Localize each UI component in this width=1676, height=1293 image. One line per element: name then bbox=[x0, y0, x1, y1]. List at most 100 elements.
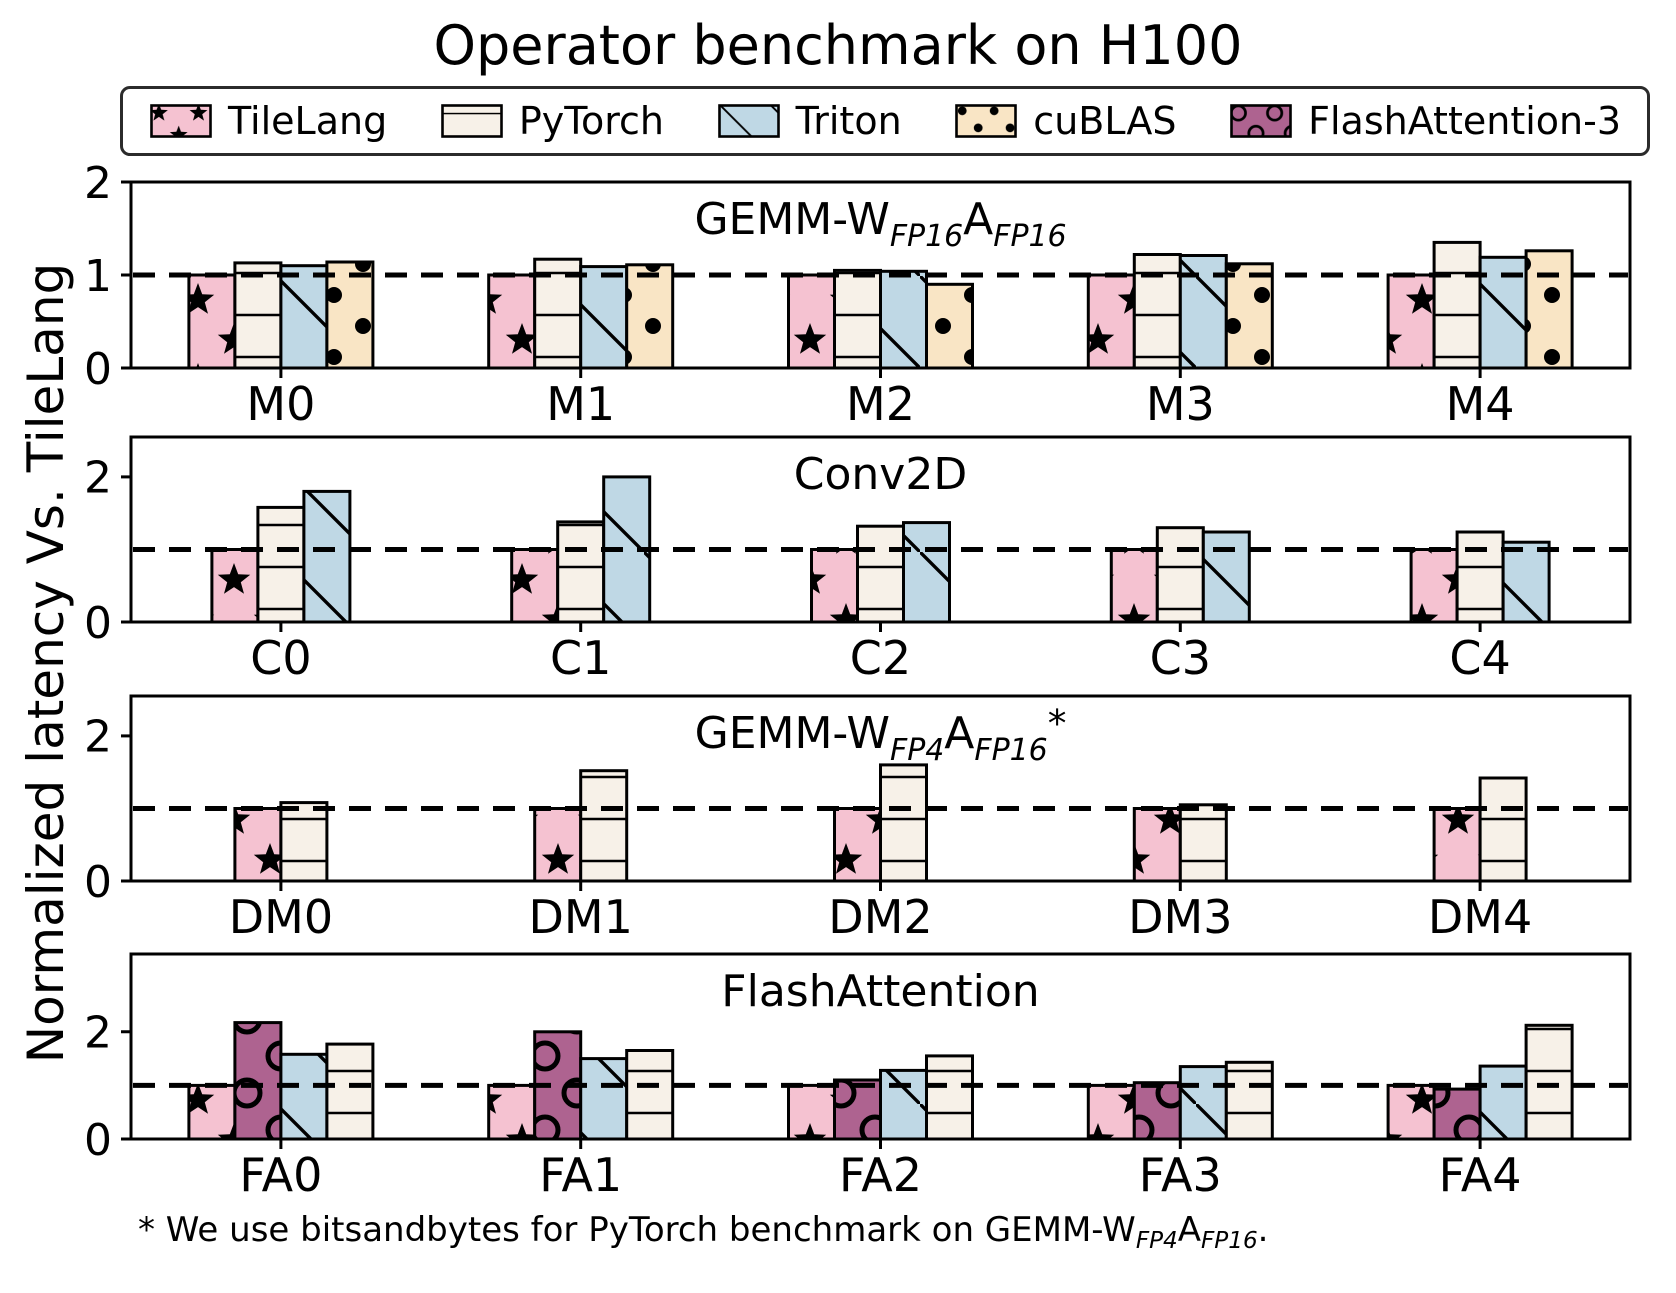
y-tick-label: 2 bbox=[84, 1008, 112, 1059]
bar-pytorch-fa1 bbox=[625, 1049, 675, 1141]
x-tick-label-c4: C4 bbox=[1449, 631, 1510, 685]
bar-cublas-m2 bbox=[925, 282, 974, 370]
bar-pytorch-m2 bbox=[833, 268, 882, 370]
x-tick-label-dm2: DM2 bbox=[828, 890, 932, 944]
bar-pytorch-dm1 bbox=[579, 769, 629, 883]
y-tick-label: 0 bbox=[84, 344, 112, 395]
bar-tilelang-m4 bbox=[1386, 273, 1436, 370]
bar-tilelang-dm0 bbox=[233, 807, 283, 883]
x-tick-label-c1: C1 bbox=[550, 631, 611, 685]
bar-tilelang-dm2 bbox=[833, 807, 882, 883]
x-tick-label-m3: M3 bbox=[1146, 377, 1215, 431]
footnote-text: . bbox=[1257, 1210, 1269, 1250]
bar-tilelang-m3 bbox=[1086, 273, 1136, 370]
y-tick-label: 0 bbox=[84, 1115, 112, 1166]
footnote-text: * We use bitsandbytes for PyTorch benchm… bbox=[138, 1210, 1136, 1250]
bar-tilelang-dm3 bbox=[1132, 807, 1182, 883]
legend-swatch-triton-icon bbox=[717, 104, 780, 138]
legend-item-tilelang: TileLang bbox=[149, 99, 387, 143]
bar-pytorch-c3 bbox=[1155, 526, 1205, 624]
bar-tilelang-m1 bbox=[487, 273, 537, 370]
x-tick-label-fa1: FA1 bbox=[539, 1148, 622, 1202]
legend-swatch-cublas-icon bbox=[955, 104, 1018, 138]
bar-tilelang-dm1 bbox=[533, 807, 583, 883]
legend-label: PyTorch bbox=[518, 99, 664, 143]
footnote-text: FP16 bbox=[1201, 1227, 1258, 1254]
legend-label: Triton bbox=[795, 99, 902, 143]
subplot-title-2: GEMM-WFP4AFP16* bbox=[695, 701, 1067, 768]
bar-tilelang-dm4 bbox=[1432, 807, 1482, 883]
y-tick-label: 2 bbox=[84, 453, 112, 504]
bar-triton-fa3 bbox=[1178, 1065, 1228, 1141]
bar-tilelang-c1 bbox=[510, 548, 560, 624]
bar-triton-fa1 bbox=[579, 1057, 629, 1141]
bar-pytorch-m4 bbox=[1432, 240, 1482, 370]
x-tick-label-m1: M1 bbox=[546, 377, 615, 431]
x-tick-label-fa4: FA4 bbox=[1439, 1148, 1522, 1202]
bar-triton-m0 bbox=[279, 264, 329, 370]
bar-tilelang-fa0 bbox=[187, 1083, 237, 1141]
legend-item-flashattention-3: FlashAttention-3 bbox=[1229, 99, 1621, 143]
bar-flashattention-3-fa3 bbox=[1132, 1081, 1182, 1141]
footnote: * We use bitsandbytes for PyTorch benchm… bbox=[138, 1210, 1268, 1254]
x-tick-label-m2: M2 bbox=[846, 377, 915, 431]
bar-pytorch-c4 bbox=[1455, 530, 1505, 624]
x-tick-label-c0: C0 bbox=[250, 631, 311, 685]
bar-pytorch-m3 bbox=[1132, 253, 1182, 370]
footnote-text: A bbox=[1177, 1210, 1202, 1250]
bar-triton-m3 bbox=[1178, 254, 1228, 370]
bar-flashattention-3-fa2 bbox=[833, 1078, 882, 1141]
bar-pytorch-dm3 bbox=[1178, 803, 1228, 883]
bar-pytorch-m0 bbox=[233, 261, 283, 370]
legend-item-cublas: cuBLAS bbox=[954, 99, 1177, 143]
legend-label: TileLang bbox=[228, 99, 388, 143]
legend-label: cuBLAS bbox=[1033, 99, 1177, 143]
bar-flashattention-3-fa4 bbox=[1432, 1087, 1482, 1141]
legend-swatch-pytorch-icon bbox=[441, 104, 503, 138]
y-tick-label: 0 bbox=[84, 598, 112, 649]
bar-pytorch-fa0 bbox=[325, 1042, 375, 1141]
y-tick-label: 1 bbox=[84, 251, 112, 302]
bar-triton-fa4 bbox=[1478, 1064, 1528, 1141]
bar-flashattention-3-fa0 bbox=[233, 1021, 283, 1141]
bar-tilelang-fa1 bbox=[487, 1083, 537, 1141]
bar-tilelang-c3 bbox=[1109, 548, 1159, 624]
x-tick-label-dm1: DM1 bbox=[529, 890, 633, 944]
legend-item-triton: Triton bbox=[717, 99, 902, 143]
bar-pytorch-c0 bbox=[256, 505, 306, 624]
bar-tilelang-c2 bbox=[810, 548, 859, 624]
subplot-title-3: FlashAttention bbox=[721, 966, 1039, 1017]
bar-pytorch-fa3 bbox=[1224, 1060, 1274, 1141]
bar-pytorch-dm2 bbox=[879, 763, 928, 883]
bar-pytorch-c1 bbox=[556, 520, 606, 624]
bar-tilelang-m2 bbox=[787, 273, 836, 370]
legend-swatch-tilelang-icon bbox=[150, 104, 212, 138]
footnote-text: FP4 bbox=[1135, 1227, 1178, 1254]
legend-label: FlashAttention-3 bbox=[1308, 99, 1621, 143]
bar-pytorch-dm0 bbox=[279, 801, 329, 883]
bar-tilelang-c0 bbox=[210, 548, 260, 624]
x-tick-label-m0: M0 bbox=[246, 377, 315, 431]
subplot-title-1: Conv2D bbox=[794, 449, 967, 500]
bar-triton-m1 bbox=[579, 265, 629, 370]
chart-title: Operator benchmark on H100 bbox=[433, 14, 1243, 77]
y-axis-label: Normalized latency Vs. TileLang bbox=[17, 262, 75, 1064]
bar-tilelang-fa4 bbox=[1386, 1083, 1436, 1141]
y-tick-label: 0 bbox=[84, 857, 112, 908]
legend-swatch-flashattention-3-icon bbox=[1230, 104, 1292, 138]
bar-cublas-m1 bbox=[625, 263, 675, 370]
bar-cublas-m0 bbox=[325, 260, 375, 370]
legend-item-pytorch: PyTorch bbox=[440, 99, 664, 143]
x-tick-label-fa3: FA3 bbox=[1139, 1148, 1222, 1202]
x-tick-label-m4: M4 bbox=[1446, 377, 1515, 431]
x-tick-label-dm4: DM4 bbox=[1428, 890, 1532, 944]
bar-tilelang-fa2 bbox=[787, 1083, 836, 1141]
x-tick-label-c2: C2 bbox=[850, 631, 911, 685]
x-tick-label-dm0: DM0 bbox=[229, 890, 333, 944]
bar-pytorch-dm4 bbox=[1478, 776, 1528, 883]
bar-triton-c3 bbox=[1201, 530, 1251, 624]
